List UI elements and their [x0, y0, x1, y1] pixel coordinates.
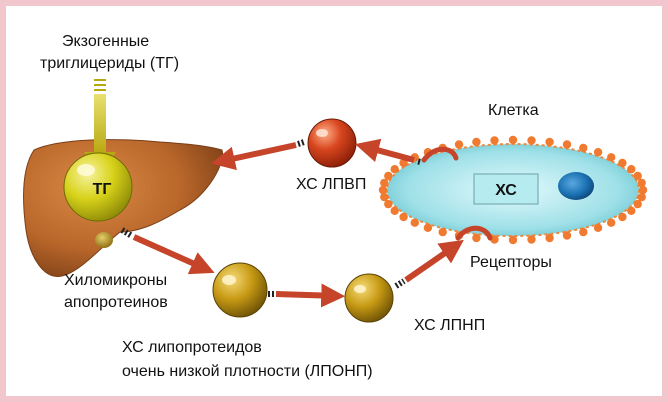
- arrow-hdl-to-liver: [218, 142, 304, 162]
- membrane-dot: [639, 186, 647, 194]
- membrane-dot: [391, 207, 399, 215]
- ldl-label: ХС ЛПНП: [414, 317, 485, 334]
- arrow-ldl-to-receptor: [396, 244, 458, 286]
- vldl-label-line1: ХС липопротеидов: [122, 339, 262, 356]
- membrane-dot: [490, 136, 498, 144]
- receptors-label: Рецепторы: [470, 254, 552, 271]
- membrane-dot: [379, 186, 387, 194]
- membrane-dot: [509, 236, 517, 244]
- arrow-cell-to-hdl: [362, 146, 420, 162]
- chylomicrons-label-line2: апопротеинов: [64, 294, 168, 311]
- gallbladder: [95, 232, 113, 248]
- arrow-chylomicron-to-ldl: [268, 294, 338, 296]
- vldl-label-line2: очень низкой плотности (ЛПОНП): [122, 363, 373, 380]
- membrane-dot: [545, 234, 553, 242]
- membrane-dot: [411, 219, 419, 227]
- membrane-dot: [618, 159, 626, 167]
- membrane-dot: [563, 140, 571, 148]
- membrane-dot: [634, 200, 642, 208]
- exogenous-tg-label-line2: триглицериды (ТГ): [40, 55, 179, 72]
- membrane-dot: [472, 234, 480, 242]
- membrane-dot: [594, 224, 602, 232]
- membrane-dot: [527, 235, 535, 243]
- exogenous-tg-label-line1: Экзогенные: [62, 33, 149, 50]
- membrane-dot: [579, 228, 587, 236]
- membrane-dot: [399, 213, 407, 221]
- membrane-dot: [424, 224, 432, 232]
- membrane-dot: [545, 138, 553, 146]
- membrane-dot: [627, 207, 635, 215]
- tg-sphere: ТГ: [64, 153, 132, 221]
- membrane-dot: [638, 179, 646, 187]
- membrane-dot: [594, 148, 602, 156]
- chylomicrons-label-line1: Хиломикроны: [64, 272, 167, 289]
- membrane-dot: [455, 140, 463, 148]
- membrane-dot: [472, 138, 480, 146]
- membrane-dot: [579, 144, 587, 152]
- cholesterol-in-cell-label: ХС: [495, 182, 517, 199]
- membrane-dot: [380, 193, 388, 201]
- membrane-dot: [391, 165, 399, 173]
- membrane-dot: [607, 153, 615, 161]
- membrane-dot: [384, 172, 392, 180]
- ldl-particle: [345, 274, 393, 322]
- arrow-liver-to-chylomicron: [122, 230, 208, 270]
- membrane-dot: [527, 136, 535, 144]
- cell-label: Клетка: [488, 102, 539, 119]
- membrane-dot: [563, 231, 571, 239]
- membrane-dot: [618, 213, 626, 221]
- membrane-dot: [509, 136, 517, 144]
- membrane-dot: [627, 165, 635, 173]
- cell: ХС: [379, 136, 647, 244]
- membrane-dot: [607, 219, 615, 227]
- nucleus: [558, 172, 594, 200]
- hdl-label: ХС ЛПВП: [296, 176, 366, 193]
- chylomicron-particle: [213, 263, 267, 317]
- tg-badge-label: ТГ: [93, 181, 112, 198]
- hdl-particle: [308, 119, 356, 167]
- membrane-dot: [439, 228, 447, 236]
